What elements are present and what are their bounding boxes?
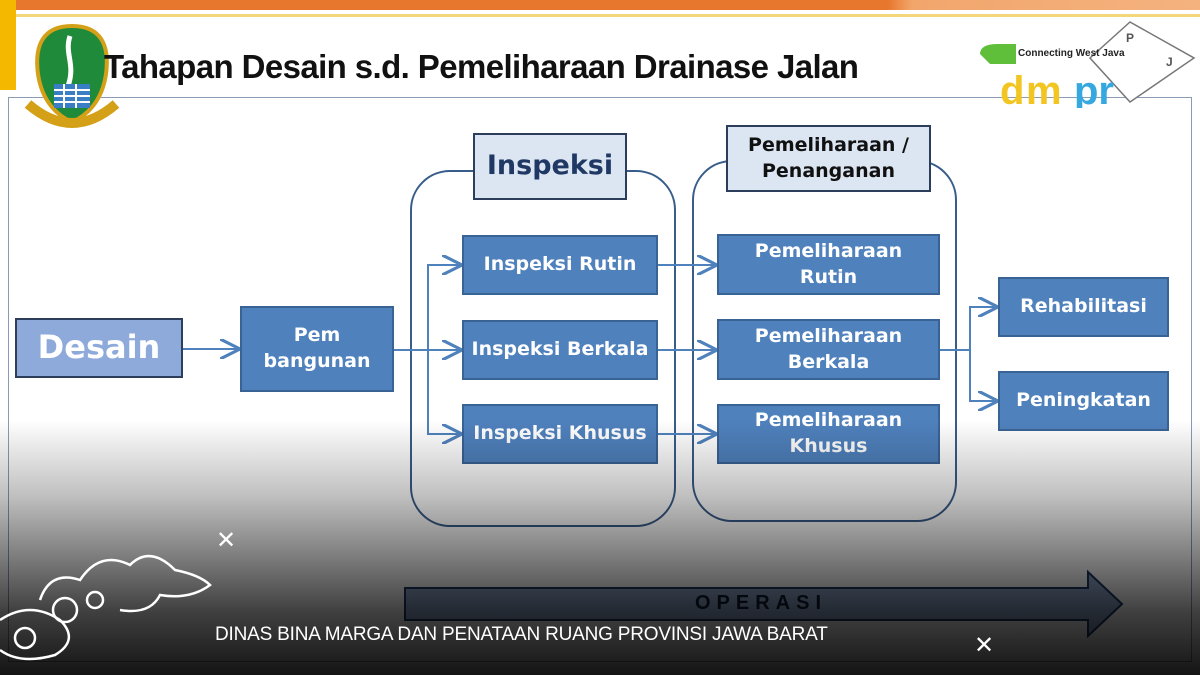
sparkle-icon: ✕ [216,527,237,554]
top-accent-bar [0,0,1200,10]
rehabilitasi-box: Rehabilitasi [998,277,1169,337]
svg-text:m: m [1026,69,1062,108]
brand-tagline: Connecting West Java [1018,48,1125,59]
svg-text:J: J [1166,55,1173,69]
peningkatan-box: Peningkatan [998,371,1169,431]
inspeksi-berkala-box: Inspeksi Berkala [462,320,658,380]
slide-title: Tahapan Desain s.d. Pemeliharaan Drainas… [104,48,859,85]
svg-text:P: P [1126,31,1134,45]
pemeliharaan-khusus-box: Pemeliharaan Khusus [717,404,940,464]
inspeksi-khusus-box: Inspeksi Khusus [462,404,658,464]
footer-agency-name: DINAS BINA MARGA DAN PENATAAN RUANG PROV… [215,624,828,645]
inspeksi-header: Inspeksi [473,133,627,200]
desain-box: Desain [15,318,183,378]
cloud-ornament-icon [0,555,212,661]
inspeksi-rutin-box: Inspeksi Rutin [462,235,658,295]
svg-text:pr: pr [1074,69,1114,108]
operasi-label: OPERASI [695,592,828,614]
pemeliharaan-rutin-box: Pemeliharaan Rutin [717,234,940,295]
pemeliharaan-berkala-box: Pemeliharaan Berkala [717,319,940,380]
left-accent-bar [0,0,16,90]
svg-text:d: d [1000,69,1024,108]
pembangunan-box: Pem bangunan [240,306,394,392]
sparkle-icon: ✕ [974,632,995,659]
dmpr-logo: P J d m pr Connecting West Java [980,18,1200,113]
pemeliharaan-header: Pemeliharaan / Penanganan [726,125,931,192]
west-java-emblem-logo [24,23,120,137]
top-accent-line [10,14,1200,17]
